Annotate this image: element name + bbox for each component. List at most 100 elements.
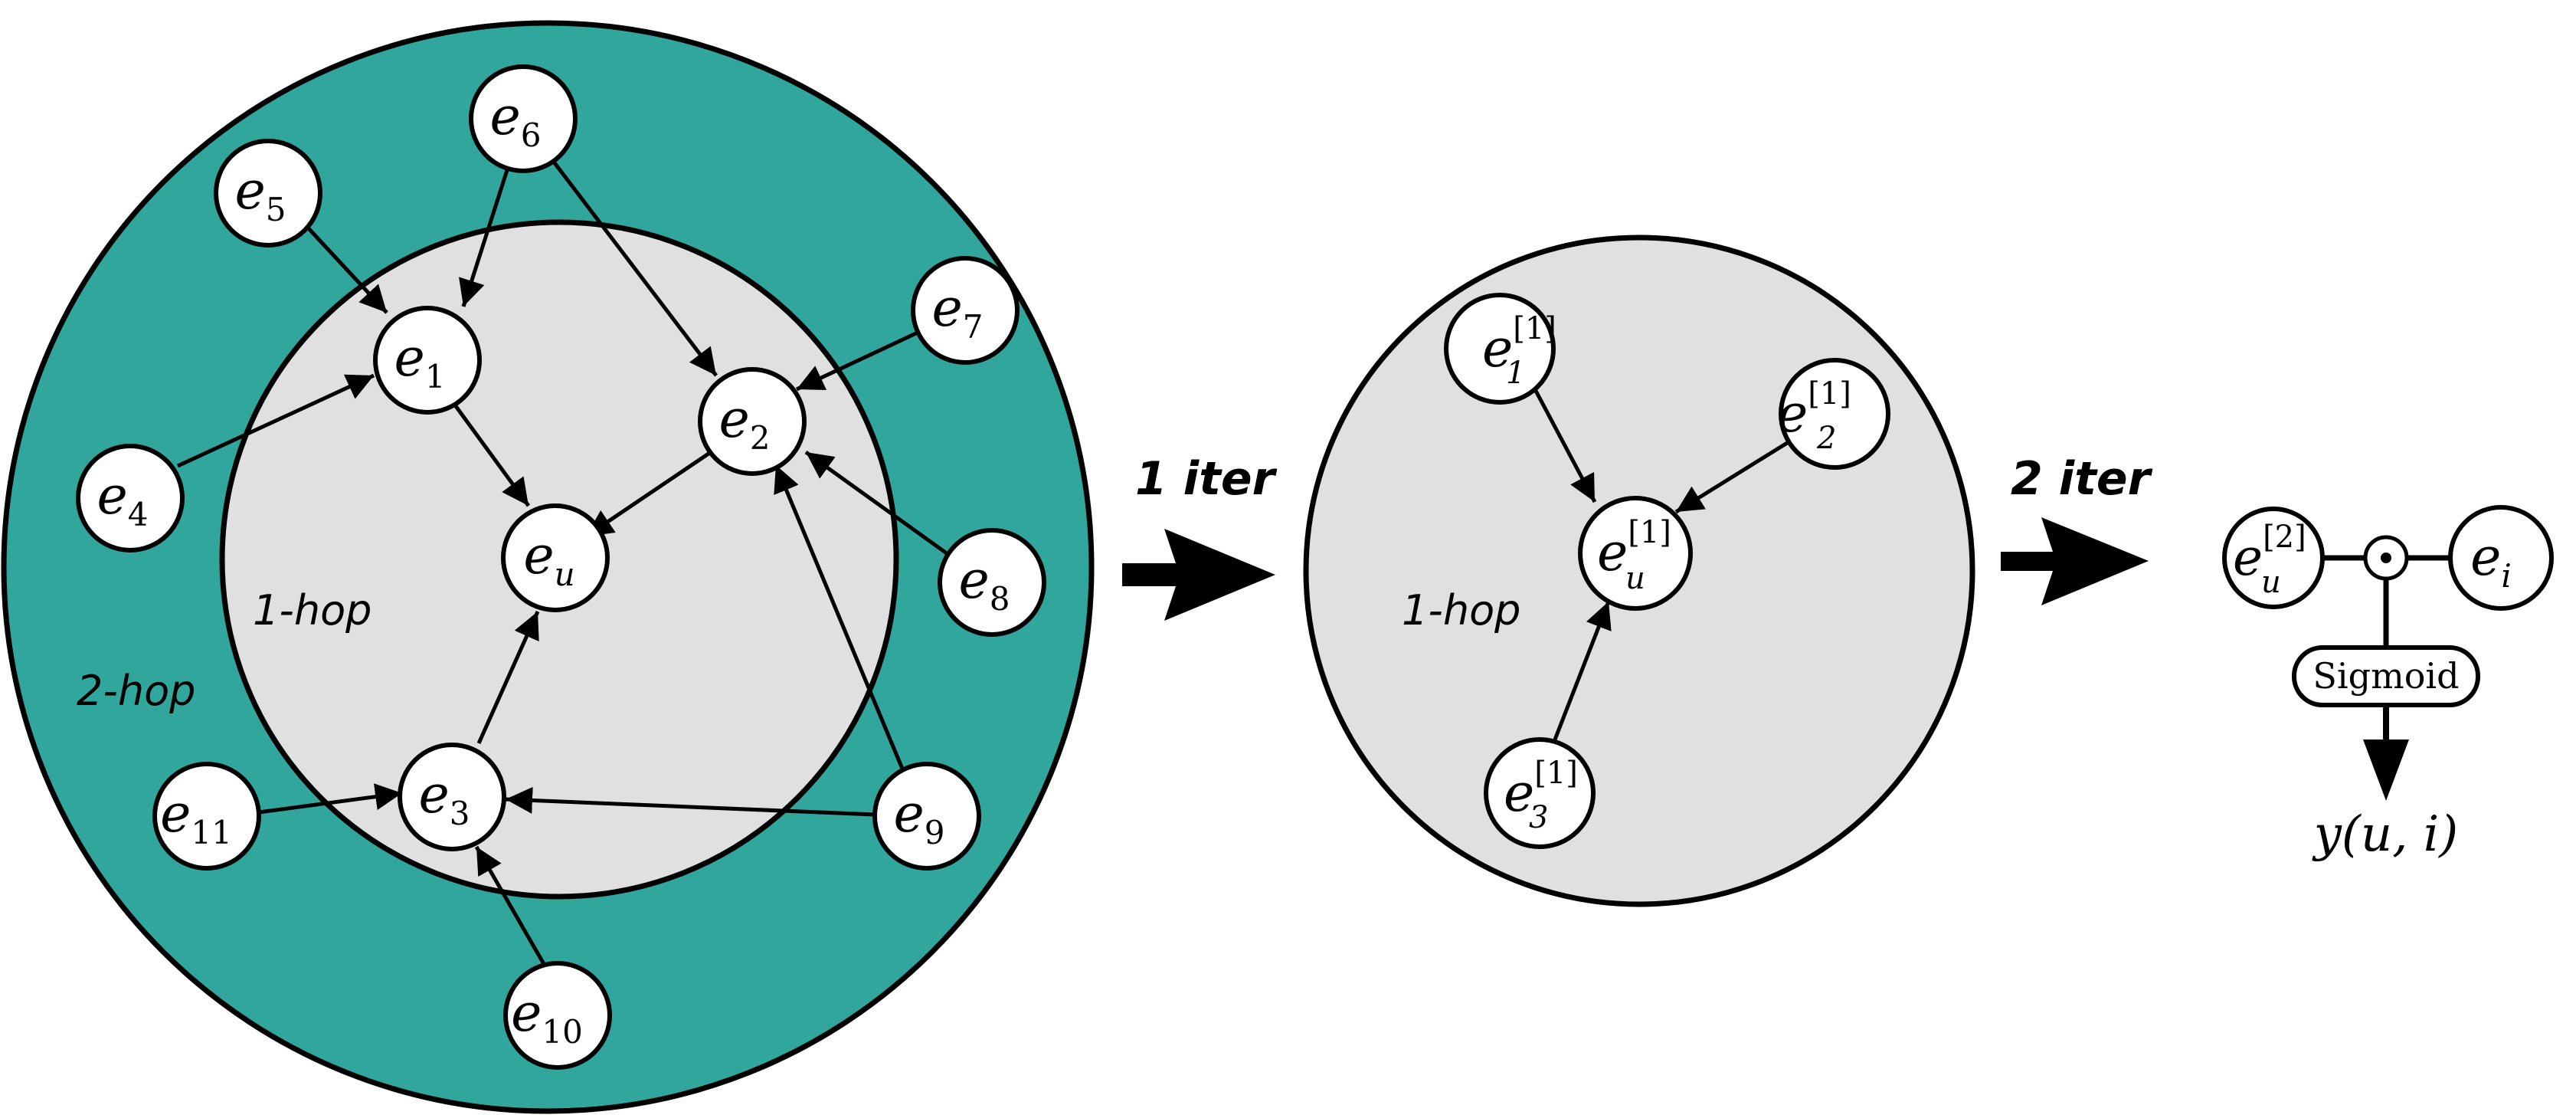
node-e4: e4 — [76, 444, 185, 553]
node-m-e2: e[1] 2 — [1777, 358, 1890, 470]
node-m-e3-base: e — [1504, 763, 1534, 824]
left-edges — [176, 159, 951, 966]
edge-e5-e1 — [305, 225, 388, 314]
middle-edges — [1533, 389, 1792, 740]
node-e9: e9 — [872, 762, 981, 871]
svg-text:e7: e7 — [932, 278, 984, 346]
edge-e3-eu — [476, 610, 540, 745]
svg-text:e3: e3 — [419, 765, 470, 832]
edge-e9-e3 — [505, 786, 876, 817]
iter-1-label: 1 iter — [1135, 452, 1278, 506]
node-e2-base: e — [719, 389, 750, 450]
node-r-eu-sub: u — [2261, 565, 2281, 600]
node-eu: eu — [501, 503, 610, 612]
node-e5: e5 — [214, 139, 322, 248]
node-m-e2-base: e — [1777, 384, 1808, 444]
edge-e1-eu — [453, 405, 531, 507]
edge-e6-e2 — [552, 159, 718, 377]
edge-e9-e2 — [774, 464, 906, 773]
node-e1: e1 — [373, 306, 482, 415]
node-e7-sub: 7 — [963, 308, 984, 346]
node-e11-base: e — [160, 784, 191, 844]
svg-text:e11: e11 — [160, 784, 232, 851]
node-e1-sub: 1 — [425, 358, 446, 395]
node-e7: e7 — [911, 256, 1020, 365]
edge-e4-e1 — [176, 373, 375, 468]
node-eu-base: e — [523, 526, 554, 586]
node-e7-base: e — [932, 278, 963, 339]
node-r-ei-sub: i — [2501, 557, 2511, 595]
one-hop-label-left: 1-hop — [253, 586, 372, 635]
node-r-eu: e[2] u — [2222, 507, 2325, 609]
node-e4-sub: 4 — [128, 496, 149, 533]
node-m-e2-sup: [1] — [1808, 376, 1851, 412]
edge-m-e3-eu — [1553, 601, 1612, 740]
node-e10: e10 — [503, 961, 612, 1070]
node-r-dot — [2363, 535, 2409, 581]
iter-2-arrow: 2 iter — [2001, 452, 2153, 605]
svg-text:e[1]: e[1] — [1777, 376, 1851, 444]
node-e6-sub: 6 — [521, 116, 542, 154]
node-m-eu: e[1] u — [1578, 496, 1693, 611]
edge-e7-e2 — [795, 330, 921, 392]
node-m-e2-sub: 2 — [1816, 421, 1836, 456]
svg-text:e5: e5 — [235, 161, 286, 228]
output-label: y(u, i) — [2312, 806, 2458, 863]
svg-text:e10: e10 — [511, 983, 583, 1051]
node-e6: e6 — [469, 64, 578, 173]
svg-text:e1: e1 — [394, 328, 446, 395]
node-e1-base: e — [394, 328, 425, 389]
node-e9-sub: 9 — [925, 814, 945, 851]
node-e3-sub: 3 — [450, 795, 470, 832]
right-panel: e[2] u ei Sigmoid y(u, i) — [2222, 505, 2554, 863]
svg-text:e[2]: e[2] — [2233, 520, 2306, 587]
node-eu-sub: u — [555, 556, 575, 593]
edge-e8-e2 — [804, 450, 951, 558]
edge-m-e2-eu — [1674, 438, 1792, 514]
node-e8: e8 — [938, 528, 1046, 637]
edge-e6-e1 — [459, 169, 509, 307]
one-hop-label-middle: 1-hop — [1402, 586, 1520, 635]
node-m-e3-sup: [1] — [1534, 756, 1578, 791]
node-e5-sub: 5 — [266, 191, 286, 228]
iter-2-label: 2 iter — [2011, 452, 2153, 506]
node-m-e1-sub: 1 — [1506, 356, 1525, 391]
svg-text:e[1]: e[1] — [1504, 756, 1578, 824]
node-m-eu-sub: u — [1625, 561, 1645, 596]
svg-text:e[1]: e[1] — [1482, 311, 1556, 379]
iter-1-arrow: 1 iter — [1122, 452, 1278, 621]
node-e2-sub: 2 — [750, 419, 771, 457]
node-e9-base: e — [894, 784, 925, 844]
sigmoid-box: Sigmoid — [2292, 645, 2480, 707]
edge-e11-e3 — [258, 783, 403, 815]
edge-e10-e3 — [474, 845, 546, 966]
node-m-e3-sub: 3 — [1529, 800, 1548, 835]
node-r-ei-base: e — [2470, 527, 2501, 588]
output-arrowhead — [2363, 740, 2409, 801]
node-m-e3: e[1] 3 — [1484, 737, 1596, 849]
node-m-e1: e[1] 1 — [1444, 293, 1556, 405]
svg-text:e6: e6 — [490, 87, 542, 154]
svg-text:e4: e4 — [97, 466, 149, 533]
node-e5-base: e — [235, 161, 266, 221]
left-panel: 1-hop 2-hop e1 e2 — [1, 20, 1095, 1114]
node-e10-sub: 10 — [542, 1013, 582, 1051]
node-e2: e2 — [698, 367, 807, 476]
node-e10-base: e — [511, 983, 542, 1044]
node-e4-base: e — [97, 466, 128, 526]
node-e8-base: e — [959, 550, 990, 611]
node-m-e1-base: e — [1482, 319, 1513, 379]
node-e3: e3 — [398, 743, 506, 851]
middle-panel: 1-hop e[1] 1 e[1] 2 e[1] u — [1303, 234, 1975, 907]
node-m-eu-sup: [1] — [1628, 515, 1671, 550]
node-r-eu-base: e — [2233, 528, 2263, 587]
node-e6-base: e — [490, 87, 521, 147]
node-e11-sub: 11 — [191, 814, 231, 851]
two-hop-label: 2-hop — [77, 667, 195, 715]
node-e8-sub: 8 — [990, 580, 1010, 618]
svg-text:e8: e8 — [959, 550, 1010, 618]
edge-e2-eu — [584, 450, 712, 539]
edge-m-e1-eu — [1533, 389, 1597, 503]
svg-text:ei: ei — [2470, 527, 2512, 595]
